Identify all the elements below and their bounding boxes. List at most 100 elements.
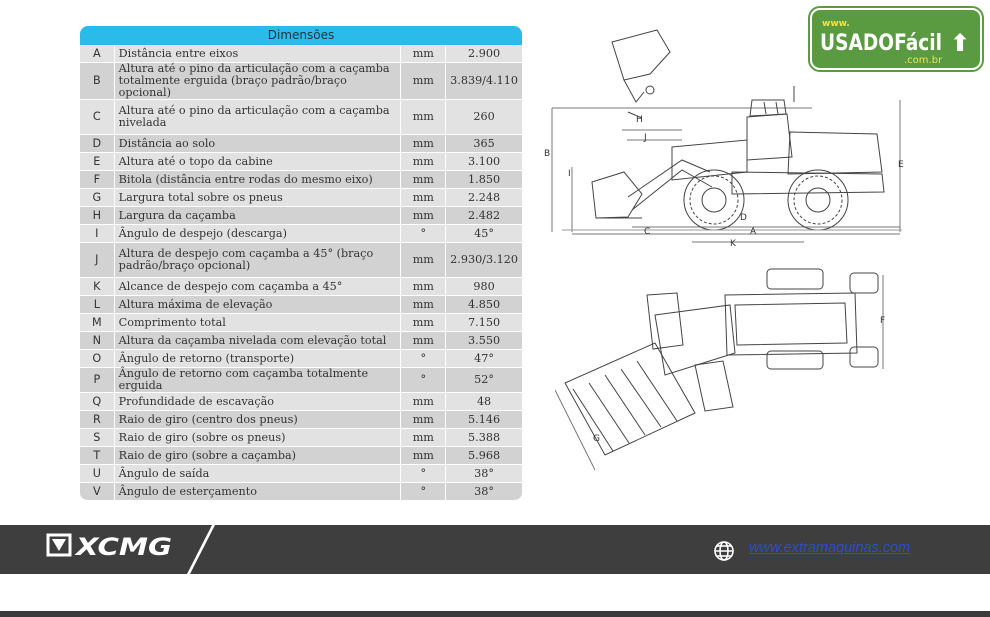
row-description: Ângulo de saída bbox=[114, 465, 402, 483]
row-letter: O bbox=[80, 350, 115, 368]
drawing-label-a: A bbox=[750, 227, 757, 237]
row-letter: C bbox=[80, 100, 115, 135]
row-letter: I bbox=[80, 225, 115, 243]
usadofacil-logo[interactable]: www. USADOFácil .com.br ⬆ bbox=[810, 8, 982, 70]
row-value: 5.388 bbox=[446, 429, 522, 447]
row-letter: D bbox=[80, 135, 115, 153]
row-unit: mm bbox=[401, 100, 447, 135]
row-letter: P bbox=[80, 368, 115, 393]
row-description: Raio de giro (sobre a caçamba) bbox=[114, 447, 402, 465]
row-unit: mm bbox=[401, 189, 447, 207]
drawing-label-c: C bbox=[644, 227, 650, 237]
row-description: Largura total sobre os pneus bbox=[114, 189, 402, 207]
row-letter: F bbox=[80, 171, 115, 189]
row-value: 5.968 bbox=[446, 447, 522, 465]
row-letter: G bbox=[80, 189, 115, 207]
row-description: Profundidade de escavação bbox=[114, 393, 402, 411]
badge-www: www. bbox=[822, 19, 850, 29]
row-value: 38° bbox=[446, 483, 522, 501]
row-letter: R bbox=[80, 411, 115, 429]
drawing-label-k: K bbox=[730, 239, 737, 249]
loader-top-view-drawing: F G bbox=[555, 268, 885, 471]
row-letter: M bbox=[80, 314, 115, 332]
row-unit: mm bbox=[401, 296, 447, 314]
row-letter: L bbox=[80, 296, 115, 314]
row-description: Altura até o topo da cabine bbox=[114, 153, 402, 171]
row-description: Bitola (distância entre rodas do mesmo e… bbox=[114, 171, 402, 189]
row-description: Raio de giro (sobre os pneus) bbox=[114, 429, 402, 447]
bottom-bar bbox=[0, 611, 990, 617]
row-letter: E bbox=[80, 153, 115, 171]
row-unit: ° bbox=[401, 225, 447, 243]
footer-white-wedge bbox=[187, 525, 215, 574]
row-value: 47° bbox=[446, 350, 522, 368]
row-description: Distância ao solo bbox=[114, 135, 402, 153]
row-value: 3.550 bbox=[446, 332, 522, 350]
row-unit: mm bbox=[401, 243, 447, 278]
badge-domain: .com.br bbox=[904, 55, 943, 66]
row-description: Ângulo de esterçamento bbox=[114, 483, 402, 501]
row-description: Altura de despejo com caçamba a 45° (bra… bbox=[114, 243, 402, 278]
row-unit: ° bbox=[401, 368, 447, 393]
row-letter: N bbox=[80, 332, 115, 350]
row-letter: B bbox=[80, 63, 115, 100]
row-unit: mm bbox=[401, 153, 447, 171]
row-value: 38° bbox=[446, 465, 522, 483]
drawing-label-i: I bbox=[568, 169, 571, 179]
row-unit: mm bbox=[401, 135, 447, 153]
row-letter: K bbox=[80, 278, 115, 296]
table-title: Dimensões bbox=[80, 26, 522, 45]
row-letter: U bbox=[80, 465, 115, 483]
row-description: Ângulo de despejo (descarga) bbox=[114, 225, 402, 243]
row-unit: mm bbox=[401, 393, 447, 411]
row-description: Ângulo de retorno (transporte) bbox=[114, 350, 402, 368]
row-value: 260 bbox=[446, 100, 522, 135]
row-unit: mm bbox=[401, 207, 447, 225]
row-unit: mm bbox=[401, 429, 447, 447]
row-value: 2.900 bbox=[446, 45, 522, 63]
row-value: 48 bbox=[446, 393, 522, 411]
xcmg-logo-icon[interactable]: XCMG bbox=[46, 529, 176, 561]
row-value: 980 bbox=[446, 278, 522, 296]
row-value: 5.146 bbox=[446, 411, 522, 429]
row-letter: S bbox=[80, 429, 115, 447]
row-unit: mm bbox=[401, 411, 447, 429]
row-description: Altura até o pino da articulação com a c… bbox=[114, 63, 402, 100]
row-unit: mm bbox=[401, 278, 447, 296]
arrow-up-icon: ⬆ bbox=[950, 29, 970, 57]
loader-side-view-drawing: H J B I E C D A K bbox=[544, 29, 904, 249]
row-unit: mm bbox=[401, 171, 447, 189]
row-letter: H bbox=[80, 207, 115, 225]
footer-band bbox=[0, 525, 990, 574]
row-letter: J bbox=[80, 243, 115, 278]
website-link[interactable]: www.extramaquinas.com bbox=[749, 540, 911, 556]
drawing-label-f: F bbox=[880, 316, 885, 326]
drawing-label-b: B bbox=[544, 149, 550, 159]
row-unit: ° bbox=[401, 465, 447, 483]
row-value: 45° bbox=[446, 225, 522, 243]
drawing-label-g: G bbox=[593, 434, 600, 444]
row-value: 2.482 bbox=[446, 207, 522, 225]
drawing-label-h: H bbox=[636, 115, 643, 125]
drawing-label-e: E bbox=[898, 160, 904, 170]
